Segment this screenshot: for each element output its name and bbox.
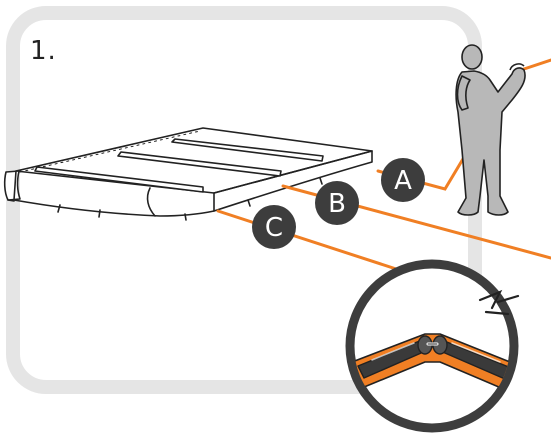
person-pulling-rope-icon bbox=[455, 44, 526, 216]
tension-marks-icon bbox=[478, 289, 520, 316]
label-c: C bbox=[252, 205, 296, 249]
tarp-icon bbox=[3, 127, 373, 221]
step-number: 1. bbox=[30, 36, 57, 66]
label-c-text: C bbox=[265, 213, 283, 243]
label-a-text: A bbox=[394, 166, 412, 196]
cable-connector-detail-icon bbox=[345, 259, 520, 433]
label-b: B bbox=[315, 181, 359, 225]
label-b-text: B bbox=[328, 189, 346, 219]
label-a: A bbox=[381, 158, 425, 202]
